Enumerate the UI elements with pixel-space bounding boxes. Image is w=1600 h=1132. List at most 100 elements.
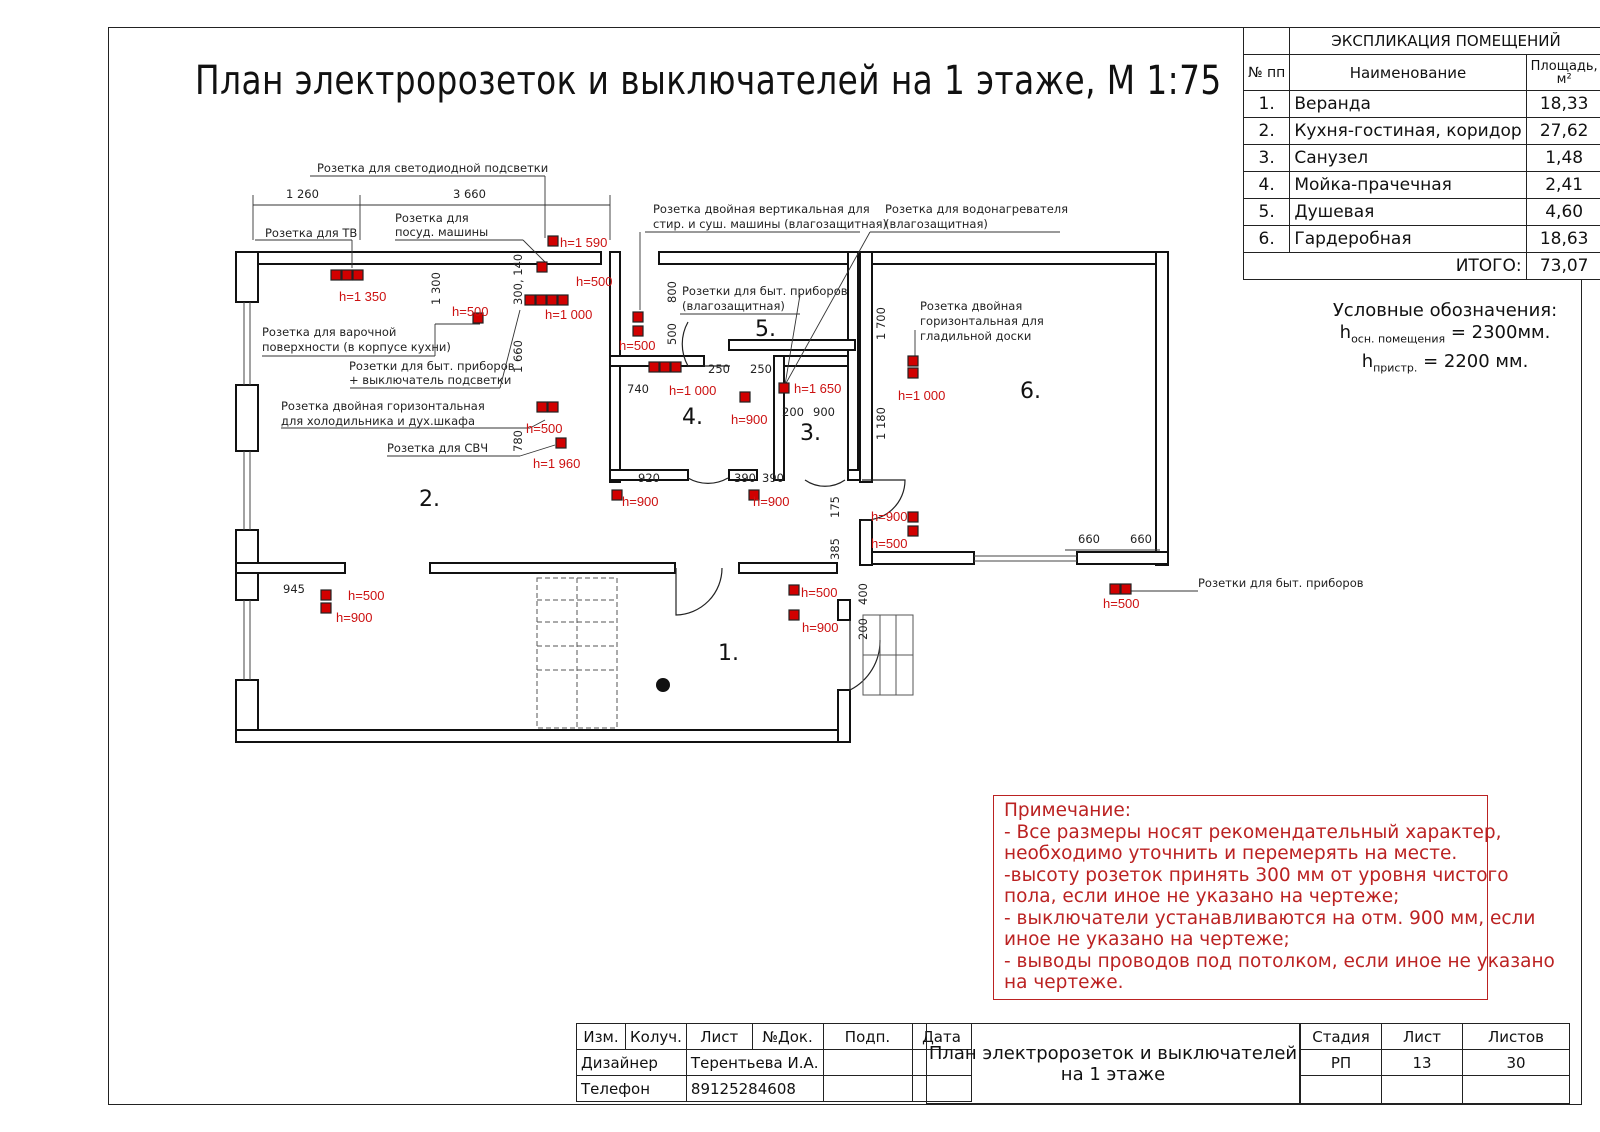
sheet-title: План электророзеток и выключателей на 1 … — [926, 1023, 1300, 1104]
room-number: 4. — [682, 405, 703, 430]
socket-icon — [907, 511, 919, 523]
socket-icon — [632, 311, 644, 323]
socket-icon — [536, 401, 548, 413]
stamp-header-cell: Подп. — [822, 1023, 913, 1050]
dimension-label: 900 — [813, 405, 835, 419]
dimension-label: 200 — [856, 618, 870, 640]
socket-icon — [907, 525, 919, 537]
note-line: - Все размеры носят рекомендательный хар… — [1004, 821, 1502, 843]
wall-room4-south — [609, 469, 689, 481]
dimension-label: 385 — [828, 538, 842, 560]
wall-partition-stairs — [429, 562, 676, 574]
wall-west-1 — [235, 251, 259, 303]
stamp-header-cell: №Док. — [751, 1023, 824, 1050]
wall-south-wardrobe-2 — [861, 551, 975, 565]
note-line: - выводы проводов под потолком, если ино… — [1004, 950, 1555, 972]
socket-height-label: h=1 000 — [545, 307, 592, 322]
room-number: 2. — [419, 487, 440, 512]
socket-icon — [659, 361, 671, 373]
explication-name: Санузел — [1289, 144, 1527, 172]
dimension-label: 390 — [762, 471, 784, 485]
explication-area: 18,33 — [1525, 90, 1600, 118]
wall-partition-east — [738, 562, 838, 574]
socket-icon — [748, 489, 760, 501]
callout-label: Розетки для быт. приборов — [349, 359, 515, 373]
dimension-label: 250 — [708, 362, 730, 376]
wall-east — [1155, 251, 1169, 566]
socket-height-label: h=1 960 — [533, 456, 580, 471]
socket-height-label: h=500 — [576, 274, 613, 289]
dimension-label: 400 — [856, 583, 870, 605]
explication-heading: ЭКСПЛИКАЦИЯ ПОМЕЩЕНИЙ — [1289, 27, 1600, 55]
porch-steps — [862, 614, 914, 696]
legend-main-height: hосн. помещения = 2300мм. — [1339, 322, 1551, 346]
socket-height-label: h=1 000 — [669, 383, 716, 398]
drawing-frame — [108, 27, 1582, 1105]
note-line: Примечание: — [1004, 800, 1132, 821]
socket-icon — [320, 602, 332, 614]
staircase — [536, 577, 618, 729]
explication-num: 3. — [1242, 144, 1291, 172]
callout-label: стир. и суш. машины (влагозащитная) — [653, 217, 887, 231]
socket-icon — [670, 361, 682, 373]
callout-label: горизонтальная для — [920, 314, 1044, 328]
callout-label: Розетка двойная — [920, 299, 1022, 313]
socket-height-label: h=1 350 — [339, 289, 386, 304]
socket-icon — [778, 382, 790, 394]
callout-label: Розетки для быт. приборов — [1198, 576, 1364, 590]
stamp-header-cell: Лист — [685, 1023, 753, 1050]
callout-label: Розетка для варочной — [262, 325, 396, 339]
callout-label: Розетка двойная вертикальная для — [653, 202, 870, 216]
socket-icon — [330, 269, 342, 281]
socket-height-label: h=900 — [802, 620, 839, 635]
col-area-header: Площадь, м² — [1525, 54, 1600, 91]
dimension-label: 660 — [1078, 532, 1100, 546]
socket-height-label: h=500 — [619, 338, 656, 353]
socket-height-label: h=900 — [622, 494, 659, 509]
wall-south-wardrobe — [1076, 551, 1169, 565]
socket-icon — [557, 294, 569, 306]
wall-south — [235, 729, 851, 743]
socket-height-label: h=1 000 — [898, 388, 945, 403]
callout-label: Розетки для быт. приборов — [682, 284, 848, 298]
socket-icon — [535, 294, 547, 306]
dimension-label: 920 — [638, 471, 660, 485]
wall-wardrobe-west — [859, 251, 873, 483]
socket-icon — [1109, 583, 1121, 595]
phone-value: 89125284608 — [685, 1075, 824, 1102]
dimension-label: 1 180 — [874, 407, 888, 440]
phone-label: Телефон — [576, 1075, 687, 1102]
callout-label: (влагозащитная) — [885, 217, 988, 231]
explication-table: ЭКСПЛИКАЦИЯ ПОМЕЩЕНИЙ № пп Наименование … — [1242, 27, 1600, 280]
dimension-label: 175 — [828, 496, 842, 518]
socket-icon — [547, 401, 559, 413]
socket-icon — [788, 584, 800, 596]
socket-icon — [907, 367, 919, 379]
socket-icon — [632, 325, 644, 337]
sheet-title-line-1: План электророзеток и выключателей — [928, 1042, 1298, 1064]
room-number: 3. — [800, 421, 821, 446]
explication-name: Мойка-прачечная — [1289, 171, 1527, 199]
socket-height-label: h=500 — [1103, 596, 1140, 611]
callout-label: Розетка для — [395, 211, 469, 225]
socket-icon — [788, 609, 800, 621]
socket-icon — [555, 437, 567, 449]
dimension-label: 300, 140 — [511, 254, 525, 305]
wall-room3-west — [773, 355, 785, 481]
dimension-label: 660 — [1130, 532, 1152, 546]
socket-icon — [524, 294, 536, 306]
socket-icon — [907, 355, 919, 367]
socket-icon — [536, 261, 548, 273]
socket-icon — [1120, 583, 1132, 595]
socket-height-label: h=900 — [753, 494, 790, 509]
column-icon — [656, 678, 670, 692]
socket-height-label: h=900 — [731, 412, 768, 427]
explication-area: 27,62 — [1525, 117, 1600, 145]
socket-icon — [547, 235, 559, 247]
stamp-header-cell: Дата — [911, 1023, 972, 1050]
socket-icon — [341, 269, 353, 281]
